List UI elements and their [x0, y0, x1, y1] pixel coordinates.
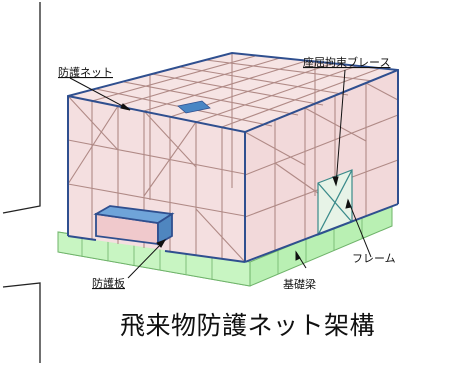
- border-line-top: [2, 2, 41, 214]
- label-protection-net: 防護ネット: [58, 65, 113, 79]
- label-protection-plate: 防護板: [92, 276, 125, 290]
- label-frame: フレーム: [352, 252, 396, 265]
- frame-members: [67, 53, 399, 263]
- roof-plate: [177, 100, 211, 114]
- label-brace: 座屈拘束ブレース: [303, 55, 390, 69]
- buckling-restrained-brace: [317, 169, 353, 236]
- protection-plate: [93, 205, 175, 246]
- label-foundation-beam: 基礎梁: [283, 277, 316, 291]
- right-face: [245, 70, 398, 262]
- border-line-bottom: [2, 282, 41, 363]
- figure-caption: 飛来物防護ネット架構: [119, 311, 375, 340]
- leader-lines: [69, 69, 372, 279]
